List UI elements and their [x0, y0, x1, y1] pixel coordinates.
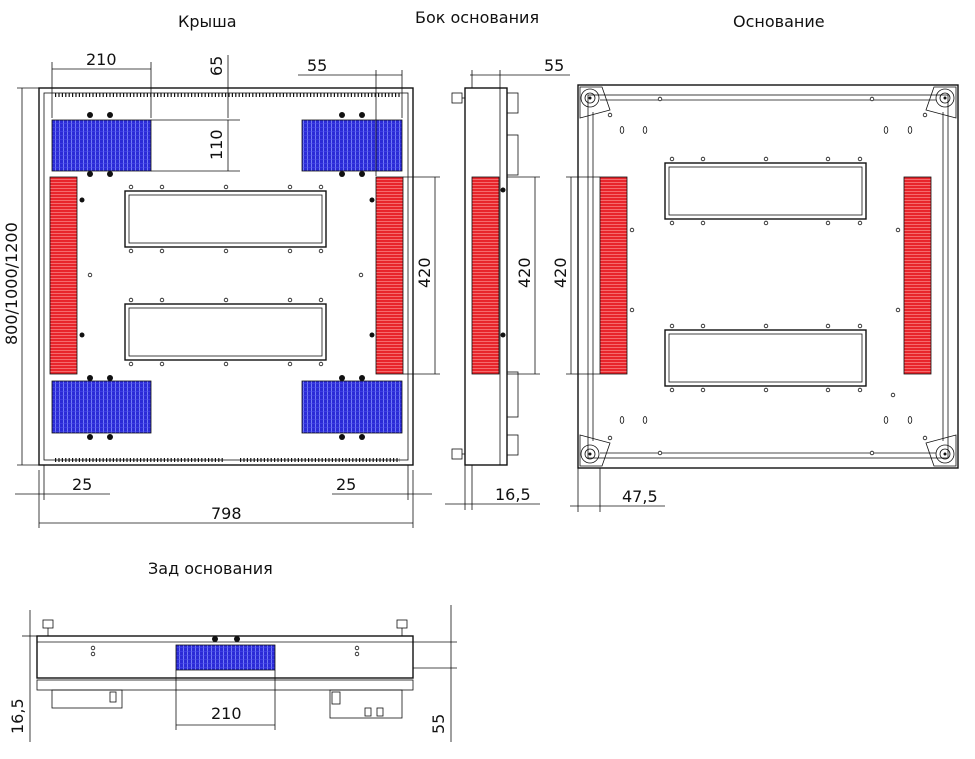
roof-red-panel-right: [375, 176, 404, 375]
dim-roof-right-margin: 25: [336, 475, 356, 494]
base-red-panel-left: [599, 176, 628, 375]
base-side-view: 55 420 16,5: [445, 56, 570, 510]
base-red-panel-right: [903, 176, 932, 375]
back-blue-panel: [175, 644, 276, 671]
base-corner-wheels: [579, 86, 957, 467]
roof-view: 210 65 110 55 420 800/1000/1200 25 25: [2, 50, 440, 528]
dim-side-top: 55: [544, 56, 564, 75]
title-base: Основание: [733, 12, 825, 31]
dim-back-panel-width: 210: [211, 704, 242, 723]
side-red-panel: [471, 176, 500, 375]
dim-side-red-height: 420: [515, 257, 534, 288]
roof-blue-panel-br: [301, 380, 403, 434]
title-roof: Крыша: [178, 12, 237, 31]
dim-roof-panel-height: 110: [207, 129, 226, 160]
dim-back-left: 16,5: [8, 698, 27, 734]
dim-roof-right-offset: 55: [307, 56, 327, 75]
roof-blue-panel-bl: [51, 380, 152, 434]
title-base-side: Бок основания: [415, 8, 539, 27]
dim-roof-depth: 800/1000/1200: [2, 222, 21, 345]
base-slots: [619, 126, 913, 424]
dim-base-red-height: 420: [551, 257, 570, 288]
dim-roof-top-offset: 65: [207, 56, 226, 76]
roof-red-panel-left: [49, 176, 78, 375]
dim-roof-width: 798: [211, 504, 242, 523]
dim-back-right: 55: [429, 714, 448, 734]
roof-blue-panel-tr: [301, 119, 403, 172]
title-base-back: Зад основания: [148, 559, 273, 578]
dim-roof-left-margin: 25: [72, 475, 92, 494]
base-view: 420 47,5: [551, 84, 959, 512]
roof-holes: [87, 184, 364, 367]
base-back-view: 210 16,5 55: [8, 605, 457, 742]
dim-roof-red-height: 420: [415, 257, 434, 288]
dim-base-bottom: 47,5: [622, 487, 658, 506]
dim-roof-panel-width: 210: [86, 50, 117, 69]
roof-blue-panel-tl: [51, 119, 152, 172]
dim-side-bottom: 16,5: [495, 485, 531, 504]
base-holes: [607, 96, 928, 456]
